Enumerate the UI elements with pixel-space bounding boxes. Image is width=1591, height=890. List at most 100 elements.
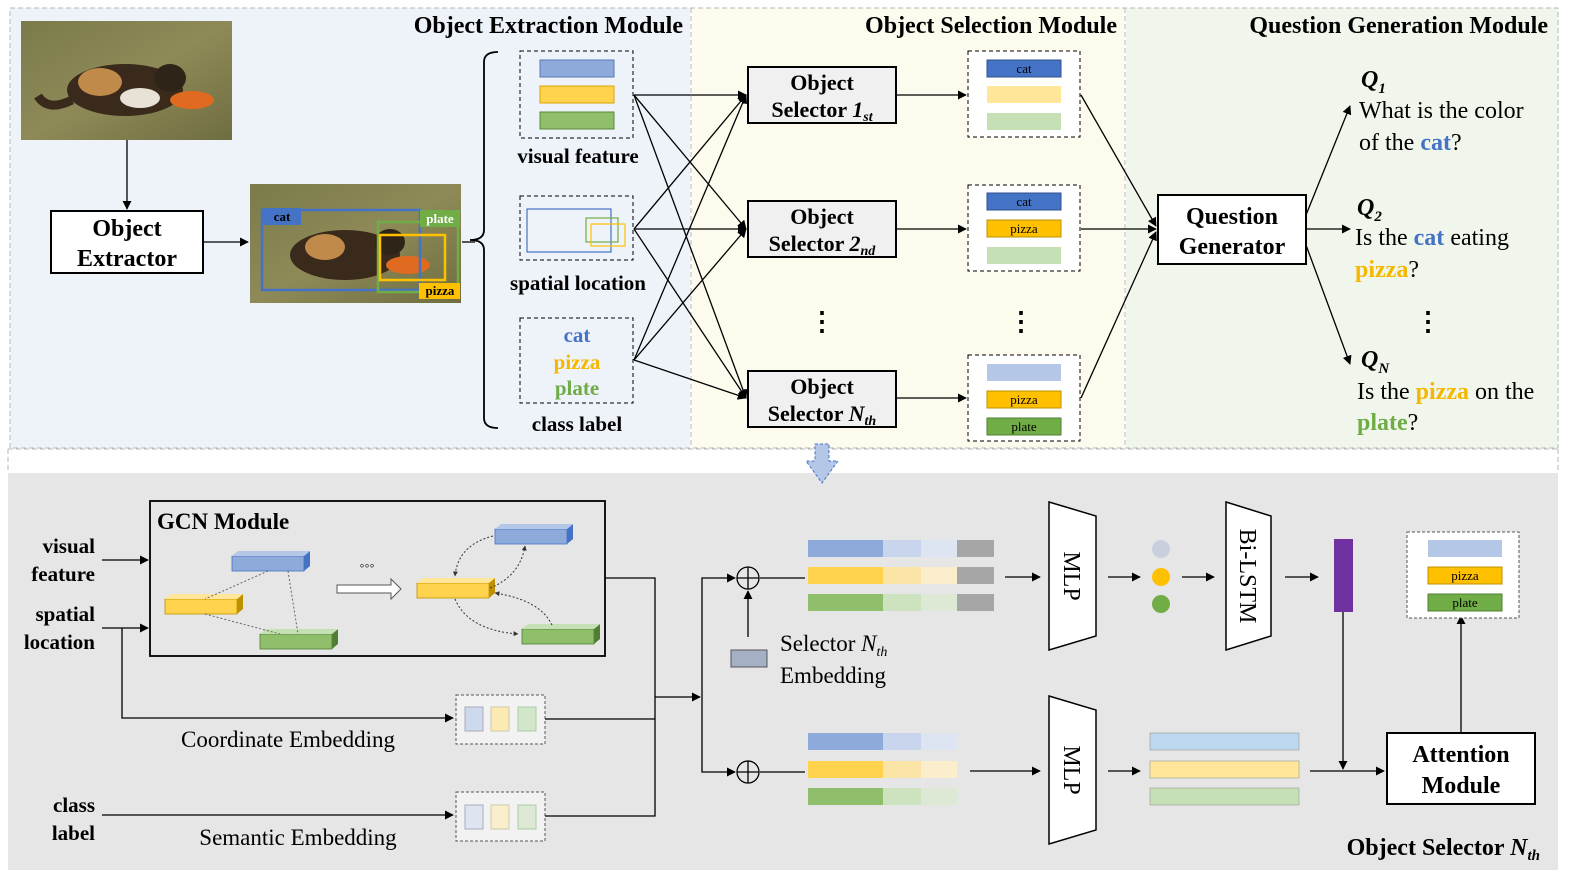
selector-embedding-label: Selector Nth (780, 631, 887, 660)
svg-text:Is the pizza on the: Is the pizza on the (1357, 379, 1534, 405)
class-label-label: class label (532, 412, 623, 436)
visual-feature-label: visual feature (517, 144, 639, 168)
semantic-embedding-label: Semantic Embedding (199, 825, 397, 850)
score-dot-green (1152, 595, 1170, 613)
score-dot-blue (1152, 540, 1170, 558)
cat-detection-tag (263, 208, 301, 225)
sel2-cat: cat (1016, 194, 1032, 209)
seln-plate: plate (1011, 419, 1036, 434)
selected-ellipsis: ⋮ (1008, 307, 1034, 336)
input-cat-image (21, 21, 232, 140)
mlp-top: MLP (1048, 500, 1097, 652)
generator-to-question-arrows (1305, 105, 1352, 365)
svg-text:Object: Object (790, 374, 854, 399)
object-extractor-box (50, 210, 204, 274)
selector-embedding-line2: Embedding (780, 663, 887, 688)
svg-text:MLP: MLP (1058, 551, 1084, 600)
add-op-bottom (736, 760, 760, 784)
selected-objects-2nd: cat pizza (967, 184, 1081, 272)
visual-feature-box (519, 50, 634, 139)
fused-features-bottom (808, 733, 957, 805)
svg-text:QN: QN (1361, 347, 1390, 377)
svg-text:Bi-LSTM: Bi-LSTM (1234, 529, 1260, 624)
selected-to-generator-arrows (1080, 94, 1157, 399)
generation-title: Question Generation Module (1249, 13, 1548, 39)
gcn-module: GCN Module ◦◦◦ (149, 500, 606, 657)
add-op-top (736, 566, 760, 590)
svg-text:plate?: plate? (1357, 410, 1418, 436)
lstm-output-vector (1334, 539, 1353, 612)
svg-text:What is the color: What is the color (1359, 98, 1524, 124)
svg-text:plate: plate (426, 211, 454, 226)
selection-title: Object Selection Module (865, 13, 1117, 39)
object-extractor-line1: Object (92, 216, 161, 242)
feature-brace (469, 51, 499, 429)
class-label-box: cat pizza plate (519, 317, 634, 404)
svg-text:GCN Module: GCN Module (157, 509, 289, 534)
svg-text:Q1: Q1 (1361, 67, 1386, 97)
question-n: QN Is the pizza on the plate? (1357, 347, 1534, 436)
mlp-output-features (1149, 732, 1300, 806)
output-plate: plate (1452, 595, 1477, 610)
output-pizza: pizza (1451, 568, 1479, 583)
svg-text:Selector Nth: Selector Nth (768, 401, 877, 429)
svg-text:Q2: Q2 (1357, 195, 1382, 225)
svg-text:spatial: spatial (35, 602, 95, 626)
score-dot-yellow (1152, 568, 1170, 586)
seln-pizza: pizza (1010, 392, 1038, 407)
attention-output: pizza plate (1406, 531, 1520, 619)
svg-text:pizza?: pizza? (1355, 257, 1419, 283)
object-extractor-line2: Extractor (77, 246, 177, 272)
spatial-location-box (519, 195, 634, 261)
svg-text:Object: Object (790, 70, 854, 95)
svg-text:feature: feature (31, 562, 95, 586)
spatial-location-label: spatial location (510, 271, 646, 295)
object-selector-2nd: Object Selector 2nd (747, 200, 897, 259)
attention-module: Attention Module (1386, 732, 1536, 805)
svg-text:MLP: MLP (1058, 745, 1084, 794)
bilstm: Bi-LSTM (1225, 500, 1272, 652)
svg-text:of the cat?: of the cat? (1359, 130, 1462, 156)
question-ellipsis: ⋮ (1415, 307, 1441, 336)
sel2-pizza: pizza (1010, 221, 1038, 236)
extraction-title: Object Extraction Module (414, 13, 684, 39)
object-selector-nth: Object Selector Nth (747, 370, 897, 429)
class-word-plate: plate (555, 376, 599, 400)
bottom-footer-title: Object Selector Nth (1347, 835, 1540, 864)
selected-objects-1st: cat (967, 50, 1081, 138)
question-generator-box (1157, 194, 1307, 265)
svg-text:Is the cat eating: Is the cat eating (1355, 225, 1509, 251)
svg-text:Question: Question (1186, 204, 1278, 230)
pizza-detection-tag (419, 283, 460, 299)
svg-text:class: class (53, 793, 95, 817)
svg-text:Attention: Attention (1412, 742, 1509, 768)
selected-objects-nth: pizza plate (967, 354, 1081, 442)
plate-detection-tag (420, 210, 460, 227)
detection-image: cat plate pizza (250, 184, 461, 303)
svg-text:◦◦◦: ◦◦◦ (360, 559, 375, 574)
svg-text:Selector 1st: Selector 1st (771, 97, 873, 125)
svg-text:label: label (52, 821, 95, 845)
svg-text:Generator: Generator (1179, 234, 1286, 260)
svg-text:Object: Object (790, 204, 854, 229)
selector-embedding-icon (730, 649, 768, 668)
object-selector-1st: Object Selector 1st (747, 66, 897, 125)
question-1: Q1 What is the color of the cat? (1359, 67, 1524, 156)
svg-text:Module: Module (1422, 773, 1501, 799)
question-2: Q2 Is the cat eating pizza? (1355, 195, 1509, 283)
fused-features-top (808, 540, 994, 611)
selector-ellipsis: ⋮ (809, 307, 835, 336)
bottom-panel (8, 473, 1558, 870)
mlp-bottom: MLP (1048, 694, 1097, 846)
semantic-embedding-box (455, 791, 546, 842)
svg-text:Selector 2nd: Selector 2nd (769, 231, 877, 259)
svg-text:cat: cat (274, 209, 291, 224)
svg-text:visual: visual (42, 534, 95, 558)
svg-text:pizza: pizza (426, 283, 455, 298)
class-word-pizza: pizza (554, 350, 601, 374)
svg-text:location: location (24, 630, 95, 654)
coordinate-embedding-box (455, 694, 546, 745)
sel1-cat: cat (1016, 61, 1032, 76)
class-word-cat: cat (564, 323, 591, 347)
